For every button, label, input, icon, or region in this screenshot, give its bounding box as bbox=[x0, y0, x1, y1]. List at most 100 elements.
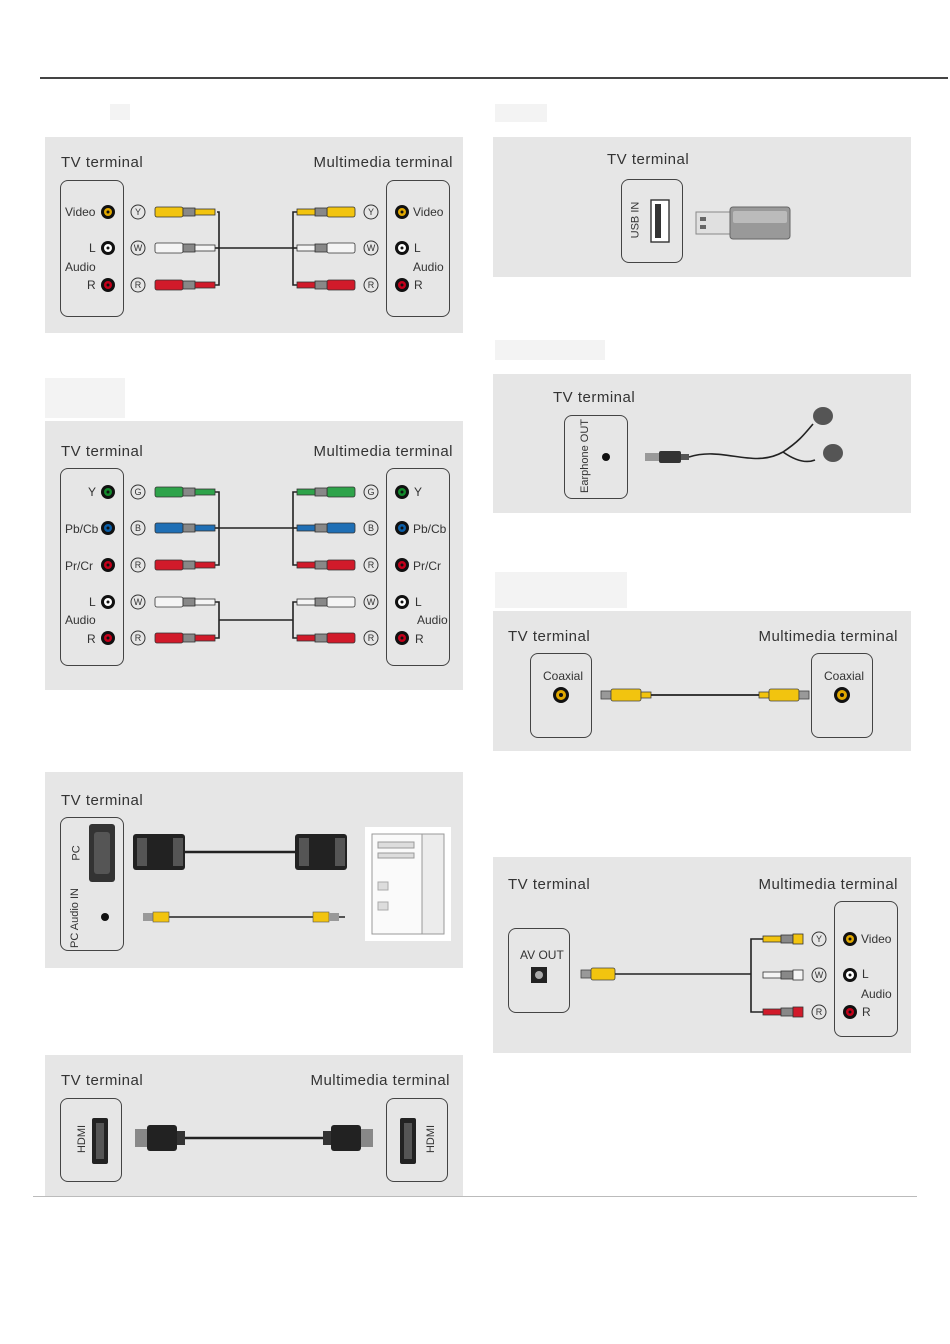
video-label-right: Video bbox=[861, 932, 892, 946]
av-cable-diagram: Y W R Y W R bbox=[101, 204, 409, 293]
tv-terminal-label: TV terminal bbox=[607, 151, 690, 168]
marker-g: G bbox=[367, 487, 374, 497]
av-out-connection-panel: TV terminal Multimedia terminal AV OUT V… bbox=[493, 857, 911, 1053]
pb-cb-label-right: Pb/Cb bbox=[413, 522, 447, 536]
av-out-cable-diagram: Y W R bbox=[531, 931, 857, 1020]
coaxial-label-right: Coaxial bbox=[824, 669, 865, 683]
pr-cr-label: Pr/Cr bbox=[65, 559, 93, 573]
rca-plug-icon bbox=[762, 933, 804, 1018]
marker-y: Y bbox=[816, 934, 822, 944]
pc-connection-panel: TV terminal PC PC Audio IN bbox=[45, 772, 463, 968]
pc-audio-jack bbox=[101, 913, 109, 921]
marker-w: W bbox=[134, 597, 143, 607]
jacks-right bbox=[395, 485, 409, 645]
multimedia-jack-block bbox=[386, 180, 450, 317]
audio-label: Audio bbox=[65, 613, 96, 627]
usb-drive-icon bbox=[695, 206, 791, 240]
color-markers bbox=[130, 204, 379, 293]
tv-terminal-label: TV terminal bbox=[553, 389, 636, 406]
coaxial-label: Coaxial bbox=[543, 669, 584, 683]
cable-wires bbox=[215, 491, 297, 639]
color-markers bbox=[130, 484, 379, 646]
tv-terminal-label: TV terminal bbox=[61, 154, 144, 171]
pc-cable-diagram bbox=[89, 824, 451, 941]
audio-r-label: R bbox=[87, 278, 96, 292]
multimedia-terminal-label: Multimedia terminal bbox=[310, 1072, 450, 1089]
marker-w: W bbox=[367, 597, 376, 607]
audio-label-right: Audio bbox=[861, 987, 892, 1001]
bottom-rule bbox=[33, 1196, 917, 1197]
earphone-connection-panel: TV terminal Earphone OUT bbox=[493, 374, 911, 513]
marker-w: W bbox=[134, 243, 143, 253]
audio-label-right: Audio bbox=[417, 613, 448, 627]
marker-b: B bbox=[368, 523, 374, 533]
jacks-right bbox=[843, 932, 857, 1019]
tv-terminal-label: TV terminal bbox=[508, 628, 591, 645]
earphone-icon bbox=[645, 407, 843, 463]
pb-cb-label: Pb/Cb bbox=[65, 522, 99, 536]
earphone-diagram bbox=[602, 407, 843, 463]
usb-connection-panel: TV terminal USB IN bbox=[493, 137, 911, 277]
multimedia-hdmi-block bbox=[386, 1098, 448, 1182]
audio-l-label: L bbox=[89, 241, 96, 255]
audio-l-label-right: L bbox=[414, 241, 421, 255]
audio-cable bbox=[143, 911, 345, 923]
audio-label: Audio bbox=[65, 260, 96, 274]
rca-plug-icon bbox=[154, 206, 356, 291]
tv-terminal-label: TV terminal bbox=[508, 876, 591, 893]
multimedia-terminal-label: Multimedia terminal bbox=[758, 876, 898, 893]
tv-terminal-label: TV terminal bbox=[61, 1072, 144, 1089]
rca-plug-icon bbox=[580, 967, 616, 981]
tv-terminal-label: TV terminal bbox=[61, 443, 144, 460]
marker-y: Y bbox=[135, 207, 141, 217]
marker-g: G bbox=[134, 487, 141, 497]
audio-r-label-right: R bbox=[415, 632, 424, 646]
marker-r: R bbox=[368, 280, 375, 290]
usb-diagram bbox=[650, 199, 791, 243]
video-label-right: Video bbox=[413, 205, 444, 219]
multimedia-terminal-label: Multimedia terminal bbox=[313, 443, 453, 460]
marker-r: R bbox=[135, 633, 142, 643]
audio-l-label: L bbox=[89, 595, 96, 609]
vga-connector-icon bbox=[133, 834, 347, 870]
coaxial-cable-diagram bbox=[553, 687, 850, 703]
cable-wires bbox=[215, 211, 297, 286]
rca-plug-icon bbox=[600, 688, 810, 702]
color-markers bbox=[811, 931, 827, 1020]
y-label-right: Y bbox=[414, 485, 423, 499]
tv-terminal-label: TV terminal bbox=[61, 792, 144, 809]
component-connection-panel: TV terminal Multimedia terminal Y Pb/Cb … bbox=[45, 421, 463, 690]
marker-y: Y bbox=[368, 207, 374, 217]
av-connection-panel: TV terminal Multimedia terminal Video L … bbox=[45, 137, 463, 333]
top-rule bbox=[40, 77, 948, 79]
audio-l-label-right: L bbox=[415, 595, 422, 609]
jacks-right bbox=[395, 205, 409, 292]
marker-b: B bbox=[135, 523, 141, 533]
video-label: Video bbox=[65, 205, 96, 219]
y-label: Y bbox=[88, 485, 97, 499]
jacks-left bbox=[101, 485, 115, 645]
marker-r: R bbox=[368, 560, 375, 570]
marker-r: R bbox=[135, 560, 142, 570]
cable-wires bbox=[615, 938, 763, 1013]
audio-r-label-right: R bbox=[862, 1005, 871, 1019]
audio-l-label-right: L bbox=[862, 967, 869, 981]
coaxial-connection-panel: TV terminal Multimedia terminal Coaxial … bbox=[493, 611, 911, 751]
tv-hdmi-block bbox=[60, 1098, 122, 1182]
hdmi-cable-diagram bbox=[92, 1118, 416, 1164]
marker-w: W bbox=[815, 970, 824, 980]
hdmi-plug-icon bbox=[135, 1125, 373, 1151]
tv-earphone-block bbox=[564, 415, 628, 499]
multimedia-terminal-label: Multimedia terminal bbox=[313, 154, 453, 171]
vga-port bbox=[89, 824, 115, 882]
hdmi-connection-panel: TV terminal Multimedia terminal HDMI HDM… bbox=[45, 1055, 463, 1196]
audio-r-label: R bbox=[87, 632, 96, 646]
earphone-jack bbox=[602, 453, 610, 461]
component-cable-diagram: G B R W R G B R W R bbox=[101, 484, 409, 646]
marker-r: R bbox=[135, 280, 142, 290]
audio-r-label-right: R bbox=[414, 278, 423, 292]
multimedia-terminal-label: Multimedia terminal bbox=[758, 628, 898, 645]
marker-r: R bbox=[368, 633, 375, 643]
pr-cr-label-right: Pr/Cr bbox=[413, 559, 441, 573]
marker-w: W bbox=[367, 243, 376, 253]
